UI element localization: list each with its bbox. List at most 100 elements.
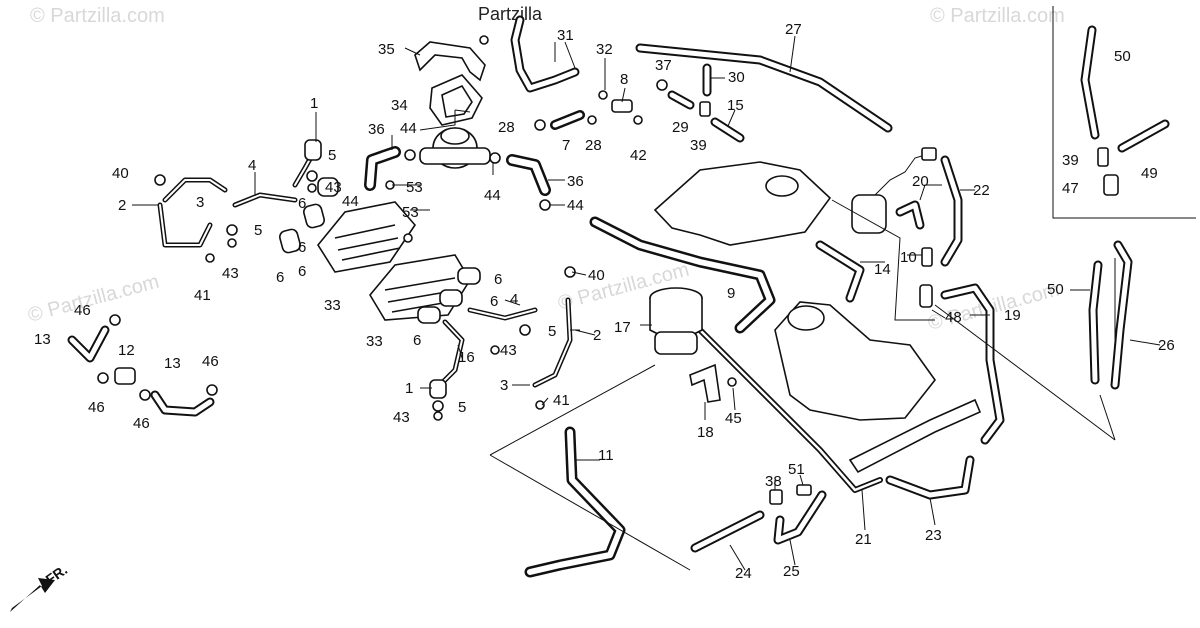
joint-47-inset <box>1103 174 1119 196</box>
hose-23 <box>885 455 975 500</box>
pipe-4-left <box>162 177 228 203</box>
callout-4: 4 <box>510 291 518 308</box>
clamp-46-b <box>97 372 109 384</box>
callout-50: 50 <box>1047 281 1064 298</box>
bracket-18 <box>689 363 721 403</box>
callout-48: 48 <box>945 309 962 326</box>
hose-6-e <box>417 306 441 324</box>
callout-12: 12 <box>118 342 135 359</box>
callout-17: 17 <box>614 319 631 336</box>
manifold-lower-port <box>787 305 825 331</box>
callout-39: 39 <box>1062 152 1079 169</box>
hose-13-lower <box>150 390 215 417</box>
inset-frame <box>1052 6 1196 219</box>
washer-43-d <box>490 345 500 355</box>
washer-5-d <box>519 324 531 336</box>
callout-27: 27 <box>785 21 802 38</box>
fuel-rail <box>848 398 982 474</box>
callout-51: 51 <box>788 461 805 478</box>
manifold-upper <box>653 161 832 246</box>
callout-38: 38 <box>765 473 782 490</box>
callout-5: 5 <box>328 147 336 164</box>
callout-21: 21 <box>855 531 872 548</box>
guide-line <box>1099 394 1116 441</box>
callout-40: 40 <box>588 267 605 284</box>
bolt-top <box>479 35 489 45</box>
callout-6: 6 <box>494 271 502 288</box>
clamp-44-a <box>404 149 416 161</box>
callout-7: 7 <box>562 137 570 154</box>
callout-36: 36 <box>368 121 385 138</box>
callout-6: 6 <box>298 195 306 212</box>
guide-line <box>934 304 1116 441</box>
callout-31: 31 <box>557 27 574 44</box>
reed-valve-33-left-fins <box>334 224 401 261</box>
watermark: © Partzilla.com <box>930 5 1065 27</box>
callout-32: 32 <box>596 41 613 58</box>
air-valve-cap <box>440 127 470 145</box>
hose-9 <box>589 216 776 334</box>
callout-44: 44 <box>400 120 417 137</box>
washer-43-a <box>227 238 237 248</box>
manifold-lower <box>774 301 937 421</box>
clamp-28-a <box>534 119 546 131</box>
clamp-46-c <box>139 389 151 401</box>
callout-43: 43 <box>500 342 517 359</box>
sensor-20-connector <box>921 147 937 161</box>
callout-4: 4 <box>248 157 256 174</box>
callout-41: 41 <box>194 287 211 304</box>
hose-26 <box>1110 240 1133 390</box>
bolt-45 <box>727 377 737 387</box>
callout-5: 5 <box>254 222 262 239</box>
pipe-4-right <box>467 307 538 321</box>
callout-6: 6 <box>490 293 498 310</box>
clamp-46-a <box>109 314 121 326</box>
washer-5-b <box>306 170 318 182</box>
callout-1: 1 <box>405 380 413 397</box>
hose-24 <box>690 510 765 553</box>
washer-5-c <box>432 400 444 412</box>
watermark: © Partzilla.com <box>30 5 165 27</box>
hose-36-right <box>506 154 551 196</box>
fitting-32 <box>598 90 608 100</box>
callout-39: 39 <box>690 137 707 154</box>
callout-18: 18 <box>697 424 714 441</box>
callout-33: 33 <box>366 333 383 350</box>
callout-20: 20 <box>912 173 929 190</box>
joint-48 <box>919 284 933 308</box>
callout-34: 34 <box>391 97 408 114</box>
callout-6: 6 <box>276 269 284 286</box>
callout-15: 15 <box>727 97 744 114</box>
watermark: © Partzilla.com <box>26 271 162 327</box>
guide-line <box>831 199 935 321</box>
callout-50: 50 <box>1114 48 1131 65</box>
clamp-46-d <box>206 384 218 396</box>
hose-6-a <box>279 228 301 254</box>
bolt-40-right <box>564 266 576 278</box>
callout-28: 28 <box>498 119 515 136</box>
pipe-4-upper <box>232 192 298 208</box>
washer-43-b <box>307 183 317 193</box>
callout-2: 2 <box>593 327 601 344</box>
callout-42: 42 <box>630 147 647 164</box>
gasket-34-inner <box>441 84 473 118</box>
watermark-brand: Partzilla <box>478 4 543 24</box>
guide-line <box>489 364 656 456</box>
hose-31 <box>510 15 580 93</box>
callout-23: 23 <box>925 527 942 544</box>
hose-11 <box>524 426 626 578</box>
pipe-16 <box>437 319 465 388</box>
fitting-37 <box>656 79 668 91</box>
hose-21 <box>697 327 883 493</box>
arrow-icon <box>10 578 55 612</box>
hose-27 <box>635 43 893 133</box>
clamp-28-b <box>587 115 597 125</box>
callout-30: 30 <box>728 69 745 86</box>
clamp-42 <box>633 115 643 125</box>
callout-3: 3 <box>500 377 508 394</box>
manifold-upper-port <box>765 175 799 197</box>
callout-41: 41 <box>553 392 570 409</box>
callout-47: 47 <box>1062 180 1079 197</box>
callout-6: 6 <box>298 239 306 256</box>
callout-10: 10 <box>900 249 917 266</box>
